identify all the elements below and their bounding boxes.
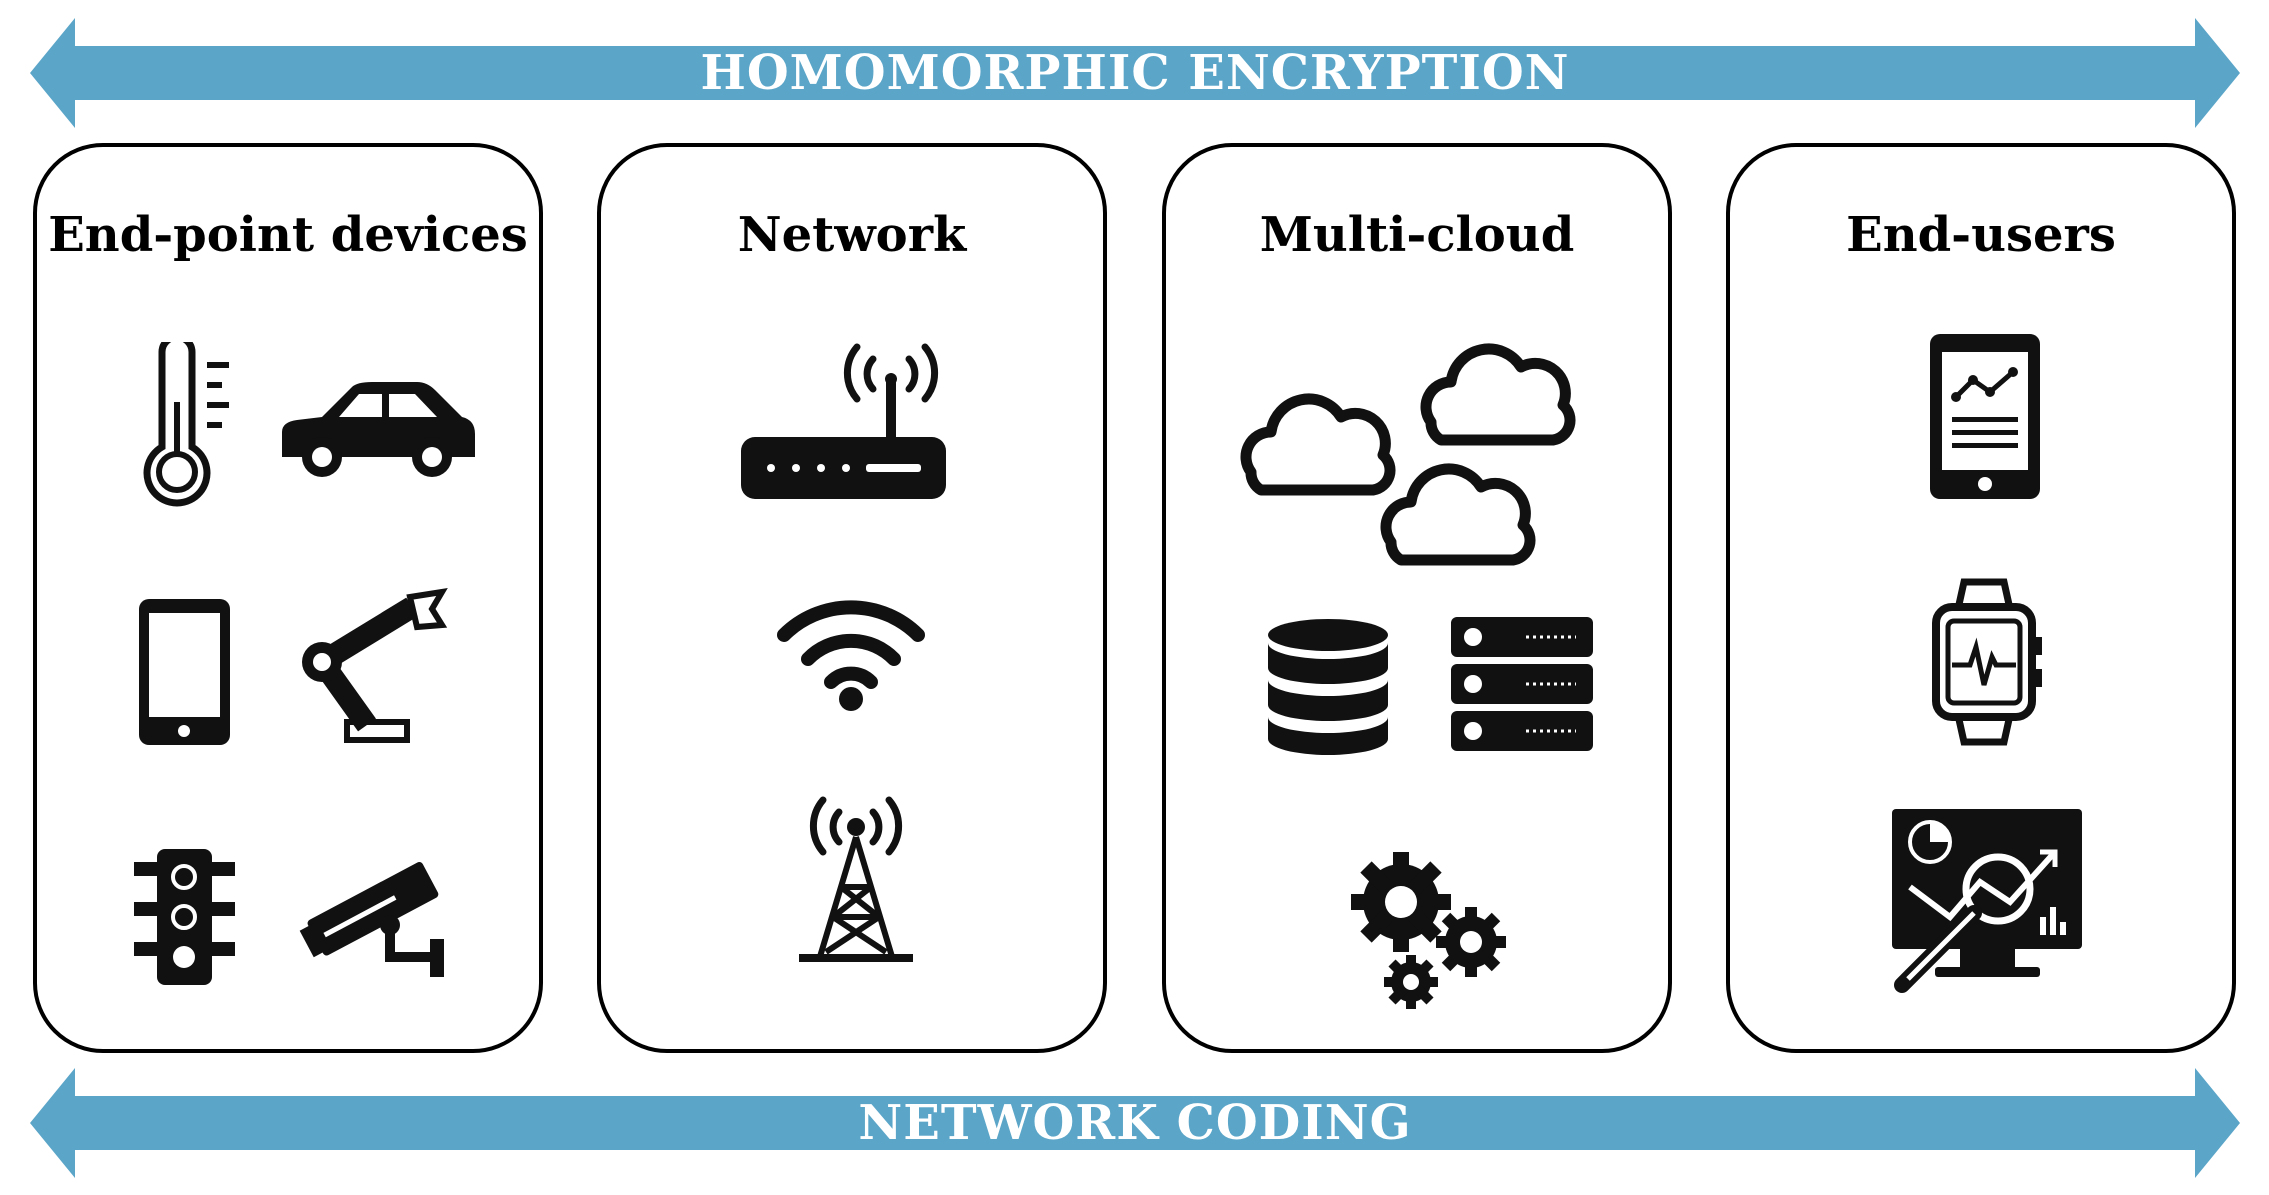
- cell-tower-icon: [791, 792, 921, 967]
- wifi-icon: [776, 587, 926, 712]
- thermometer-icon: [132, 342, 242, 512]
- tablet-chart-icon: [1928, 332, 2043, 502]
- smartphone-icon: [137, 597, 232, 747]
- double-arrow-shape: [30, 18, 2240, 128]
- network-coding-arrow: NETWORK CODING: [30, 1068, 2240, 1178]
- security-camera-icon: [295, 847, 465, 977]
- network-coding-label: NETWORK CODING: [858, 1095, 1412, 1151]
- router-icon: [741, 337, 951, 502]
- clouds-icon: [1221, 312, 1591, 572]
- double-arrow-shape: [30, 1068, 2240, 1178]
- panel-multi-cloud: Multi-cloud: [1162, 143, 1672, 1053]
- panel-network: Network: [597, 143, 1107, 1053]
- gears-icon: [1346, 847, 1516, 1017]
- robot-arm-icon: [292, 587, 452, 747]
- panel-title: Network: [737, 207, 967, 263]
- traffic-light-icon: [132, 847, 237, 987]
- panel-title: Multi-cloud: [1259, 207, 1575, 263]
- smartwatch-icon: [1930, 577, 2045, 747]
- panel-end-point-devices: End-point devices: [33, 143, 543, 1053]
- database-icon: [1266, 617, 1396, 757]
- homomorphic-encryption-arrow: HOMOMORPHIC ENCRYPTION: [30, 18, 2240, 128]
- monitor-analytics-icon: [1890, 807, 2085, 1002]
- panel-title: End-users: [1846, 207, 2116, 263]
- homomorphic-encryption-label: HOMOMORPHIC ENCRYPTION: [700, 45, 1570, 101]
- car-icon: [277, 372, 477, 482]
- server-rack-icon: [1451, 617, 1596, 757]
- panel-title: End-point devices: [48, 207, 528, 263]
- panel-end-users: End-users: [1726, 143, 2236, 1053]
